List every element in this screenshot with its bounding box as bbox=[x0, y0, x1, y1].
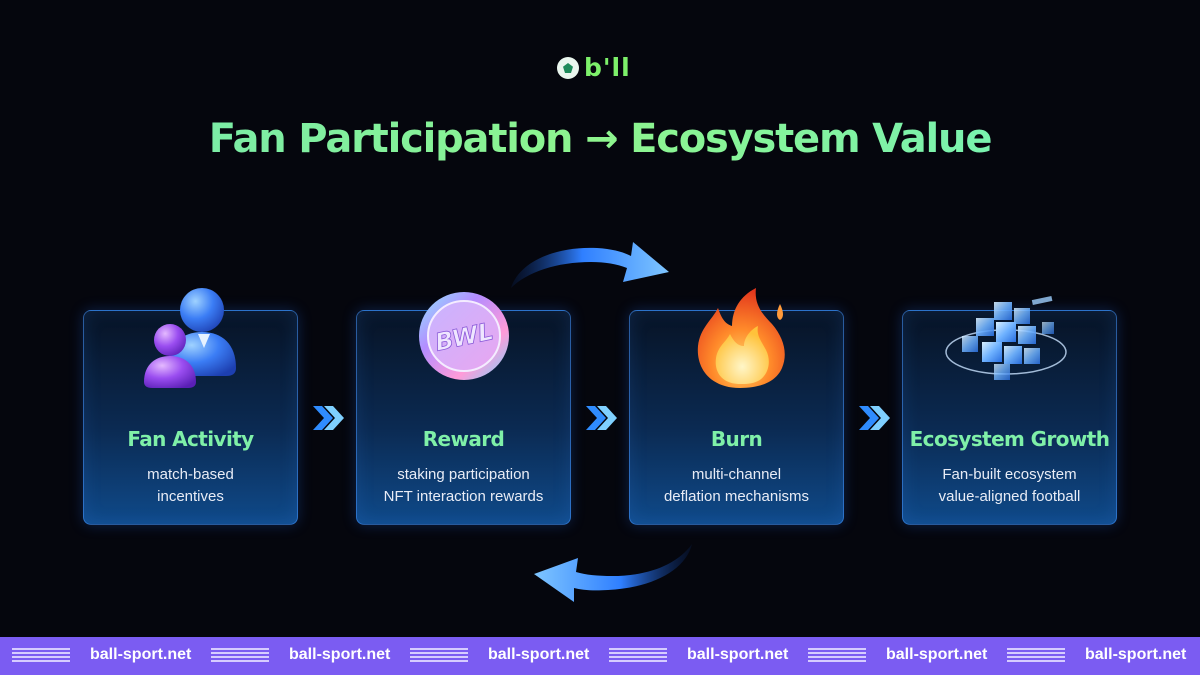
step-description-line: multi-channel bbox=[691, 466, 782, 483]
step-description-line: incentives bbox=[157, 488, 224, 505]
page-title: Fan Participation → Ecosystem Value bbox=[0, 112, 1200, 166]
step-title: Fan Activity bbox=[127, 427, 254, 451]
double-chevron-right-icon bbox=[859, 406, 890, 430]
curved-arrow-left-icon bbox=[534, 544, 692, 602]
footer-stripe-decoration bbox=[1007, 648, 1065, 664]
soccer-ball-icon bbox=[557, 57, 579, 79]
footer-link[interactable]: ball-sport.net bbox=[90, 646, 192, 663]
step-title: Ecosystem Growth bbox=[909, 427, 1110, 451]
step-description-line: NFT interaction rewards bbox=[383, 488, 544, 505]
footer-stripe-decoration bbox=[410, 648, 468, 664]
coin-icon: BWL bbox=[419, 292, 509, 380]
step-description-line: deflation mechanisms bbox=[663, 488, 810, 505]
footer-stripe-decoration bbox=[211, 648, 269, 664]
footer-stripe-decoration bbox=[609, 648, 667, 664]
footer-link[interactable]: ball-sport.net bbox=[289, 646, 391, 663]
step-description-line: value-aligned football bbox=[938, 488, 1081, 505]
footer-stripe-decoration bbox=[12, 648, 70, 664]
footer-banner: ball-sport.net ball-sport.net ball-sport… bbox=[0, 637, 1200, 675]
brand-logo: b'll bbox=[557, 53, 631, 82]
cubes-icon bbox=[945, 295, 1067, 380]
footer-link[interactable]: ball-sport.net bbox=[886, 646, 988, 663]
footer-link[interactable]: ball-sport.net bbox=[1085, 646, 1187, 663]
footer-stripe-decoration bbox=[808, 648, 866, 664]
double-chevron-right-icon bbox=[313, 406, 344, 430]
step-title: Burn bbox=[710, 427, 763, 451]
footer-link[interactable]: ball-sport.net bbox=[687, 646, 789, 663]
brand-logo-text: b'll bbox=[584, 53, 631, 82]
step-description-line: Fan-built ecosystem bbox=[942, 466, 1077, 483]
fire-icon bbox=[697, 288, 785, 388]
step-card-ecosystem-growth: Ecosystem Growth Fan-built ecosystem val… bbox=[902, 310, 1117, 525]
users-icon bbox=[144, 288, 236, 388]
step-description-line: match-based bbox=[147, 466, 234, 483]
double-chevron-right-icon bbox=[586, 406, 617, 430]
step-description-line: staking participation bbox=[397, 466, 530, 483]
step-title: Reward bbox=[422, 427, 505, 451]
footer-link[interactable]: ball-sport.net bbox=[488, 646, 590, 663]
curved-arrow-right-icon bbox=[511, 242, 669, 288]
